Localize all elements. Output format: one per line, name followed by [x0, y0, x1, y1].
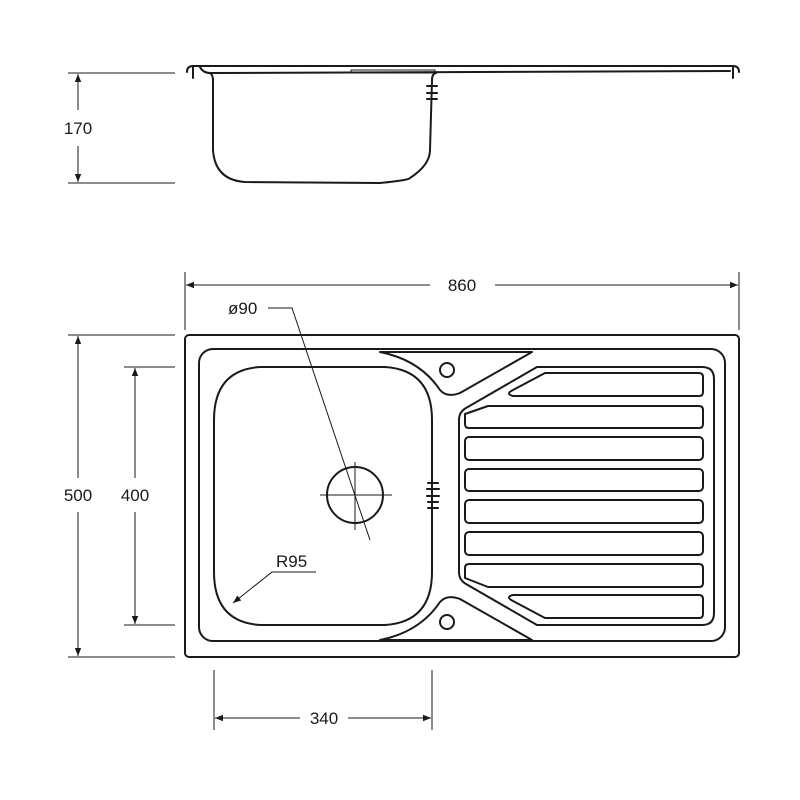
- overall-length-dimension: 500: [64, 334, 175, 658]
- drainer-outline: [458, 366, 715, 626]
- corner-radius-callout: R95: [232, 552, 316, 604]
- waste-diameter-label: ø90: [228, 299, 257, 318]
- overall-width-label: 860: [448, 276, 476, 295]
- drainer-ribs: [464, 372, 704, 619]
- bowl-length-label: 400: [121, 486, 149, 505]
- overall-width-dimension: 860: [184, 272, 740, 330]
- bowl-width-label: 340: [310, 709, 338, 728]
- corner-radius-label: R95: [276, 552, 307, 571]
- overflow-marks-icon: [426, 85, 438, 100]
- side-view: [186, 65, 740, 184]
- depth-dimension: 170: [64, 72, 175, 184]
- depth-label: 170: [64, 119, 92, 138]
- tap-hole-icon: [439, 614, 455, 630]
- bowl-length-dimension: 400: [121, 366, 175, 626]
- bowl-outline: [213, 366, 433, 626]
- overall-length-label: 500: [64, 486, 92, 505]
- plan-view: [184, 334, 740, 658]
- tap-hole-icon: [439, 362, 455, 378]
- bowl-width-dimension: 340: [213, 670, 433, 730]
- waste-diameter-callout: ø90: [228, 299, 371, 541]
- overflow-marks-icon: [426, 482, 440, 509]
